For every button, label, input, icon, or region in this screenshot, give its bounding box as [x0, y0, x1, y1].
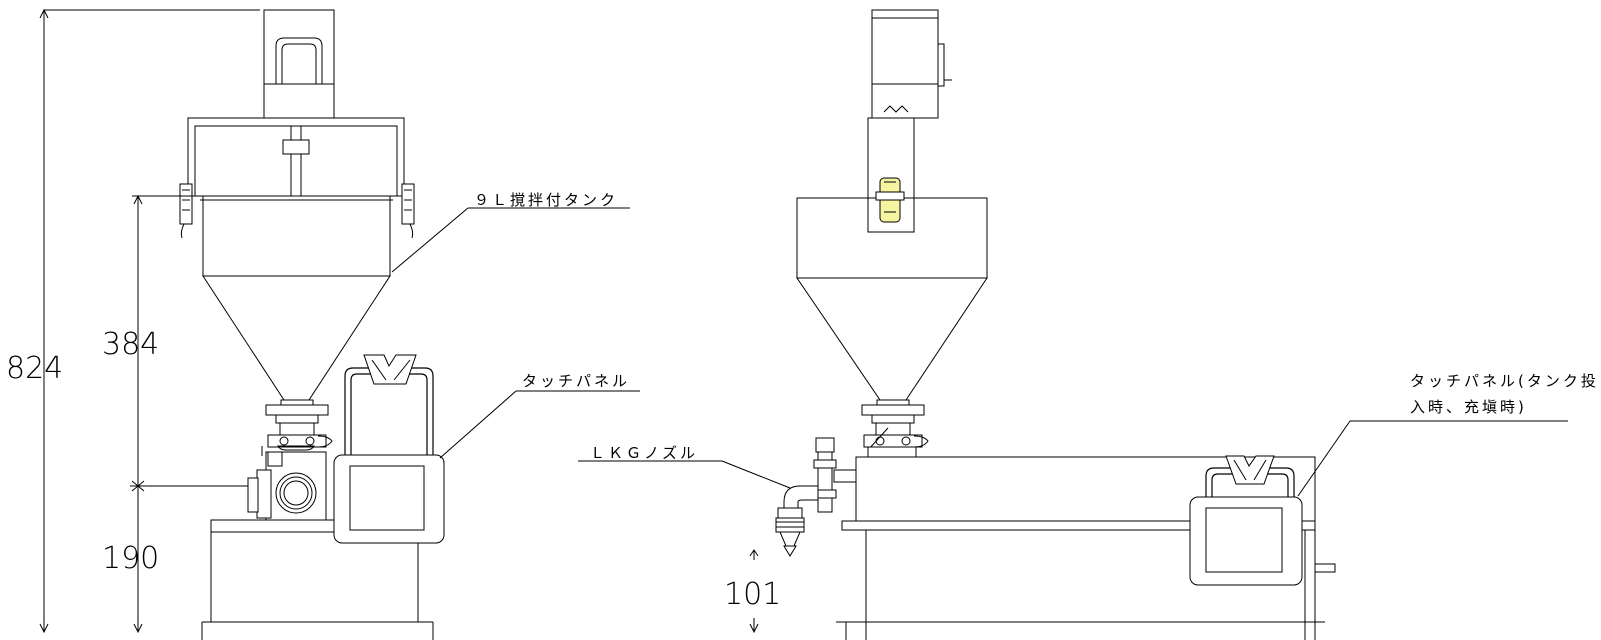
touch-panel-side-label-line2: 入時、充塡時) — [1410, 398, 1527, 416]
nozzle-label: ＬＫＧノズル — [590, 444, 698, 462]
front-outlet — [265, 399, 333, 451]
front-frame — [187, 117, 405, 197]
side-view — [775, 9, 1336, 640]
dimension-101-label: 101 — [724, 577, 781, 612]
leader-lines — [391, 207, 1568, 497]
dimension-190-label: 190 — [102, 541, 159, 576]
tank-label: ９Ｌ撹拌付タンク — [474, 191, 618, 209]
front-pump — [247, 446, 327, 521]
side-outlet — [861, 399, 929, 458]
side-nozzle — [775, 437, 861, 557]
dimension-384-label: 384 — [102, 327, 159, 362]
side-touch-panel — [1189, 455, 1303, 586]
touch-panel-label: タッチパネル — [522, 372, 630, 390]
front-left-clamp — [179, 183, 193, 239]
dimension-824-label: 824 — [6, 351, 63, 386]
front-right-clamp — [401, 183, 415, 239]
side-tank — [796, 197, 988, 401]
front-motor — [263, 9, 335, 119]
dimension-lines — [39, 8, 759, 634]
side-motor — [871, 9, 952, 119]
touch-panel-side-label-line1: タッチパネル(タンク投 — [1410, 372, 1599, 390]
front-view — [179, 9, 445, 640]
front-tank — [200, 195, 393, 401]
side-clamp-highlight — [875, 177, 905, 223]
front-touch-panel — [333, 354, 445, 544]
